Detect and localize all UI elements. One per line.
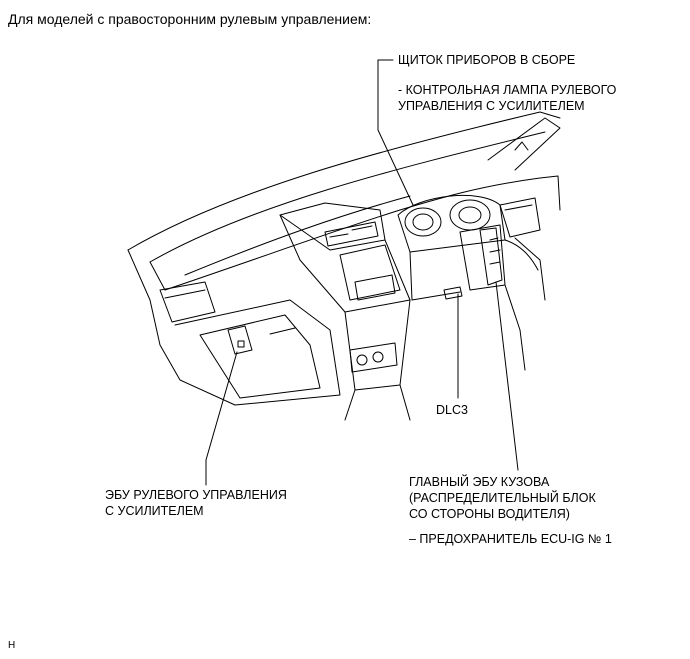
corner-mark: H: [8, 640, 16, 651]
diagram-heading: Для моделей с правосторонним рулевым упр…: [8, 11, 372, 27]
ecu-ig-fuse-label: – ПРЕДОХРАНИТЕЛЬ ECU-IG № 1: [409, 532, 612, 546]
eps-ecu-label-line1: ЭБУ РУЛЕВОГО УПРАВЛЕНИЯ: [105, 488, 287, 502]
eps-ecu-label-line2: С УСИЛИТЕЛЕМ: [105, 504, 204, 518]
main-body-ecu-label-line3: СО СТОРОНЫ ВОДИТЕЛЯ): [409, 507, 570, 521]
main-body-ecu-label-line2: (РАСПРЕДЕЛИТЕЛЬНЫЙ БЛОК: [409, 491, 596, 505]
dlc3-label: DLC3: [436, 403, 468, 417]
instrument-cluster-label: ЩИТОК ПРИБОРОВ В СБОРЕ: [398, 53, 576, 67]
power-steering-lamp-label-line2: УПРАВЛЕНИЯ С УСИЛИТЕЛЕМ: [398, 99, 585, 113]
power-steering-lamp-label-line1: - КОНТРОЛЬНАЯ ЛАМПА РУЛЕВОГО: [398, 83, 617, 97]
main-body-ecu-label-line1: ГЛАВНЫЙ ЭБУ КУЗОВА: [409, 475, 550, 489]
